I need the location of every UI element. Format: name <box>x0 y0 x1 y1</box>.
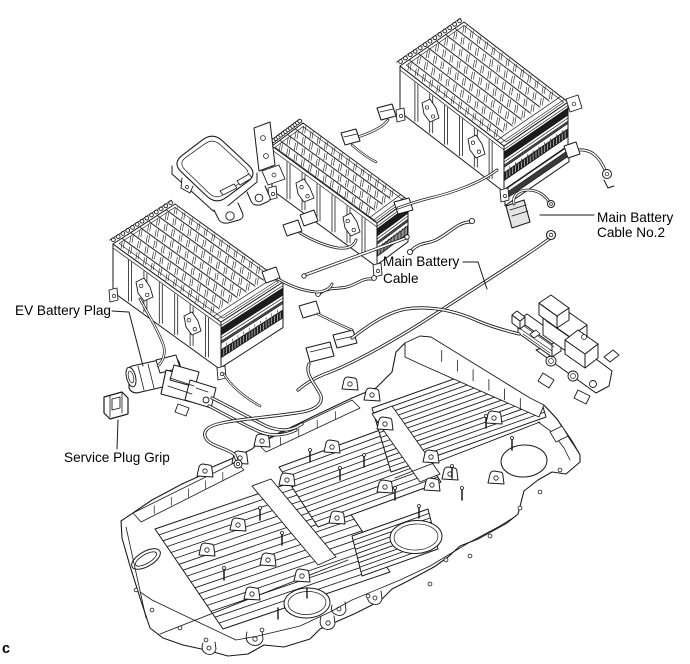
svg-text:Main Battery: Main Battery <box>383 254 460 269</box>
svg-text:Cable No.2: Cable No.2 <box>597 225 665 240</box>
svg-text:Cable: Cable <box>383 271 419 286</box>
svg-text:Main Battery: Main Battery <box>597 210 674 225</box>
svg-text:Service Plug Grip: Service Plug Grip <box>64 450 170 465</box>
svg-text:EV Battery Plag: EV Battery Plag <box>15 303 111 318</box>
svg-text:c: c <box>2 641 10 657</box>
